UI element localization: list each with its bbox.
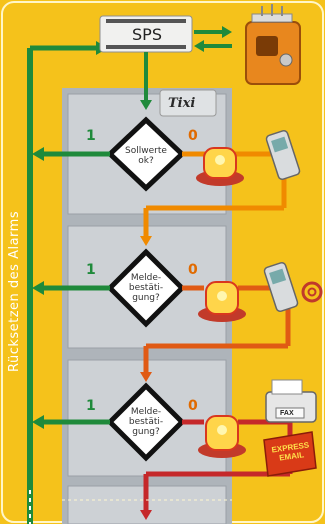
side-label: Rücksetzen des Alarms — [7, 210, 22, 372]
alarm-light-icon — [196, 147, 244, 186]
tixi-device — [159, 89, 217, 117]
alarm-light-icon — [198, 415, 246, 458]
yes-label-2: 1 — [86, 262, 96, 278]
diamond-2 — [106, 248, 186, 328]
fax-icon — [265, 379, 317, 423]
express-email-icon — [263, 431, 317, 477]
plc-label: SPS — [132, 25, 162, 44]
question-1: Sollwerte ok? — [125, 146, 167, 166]
diamond-1 — [106, 116, 186, 192]
alarm-light-icon — [198, 281, 246, 322]
no-label-1: 0 — [188, 128, 198, 144]
mobile-phone-icon — [265, 130, 301, 180]
machine-icon — [245, 4, 301, 85]
email-at-icon — [301, 281, 323, 303]
no-label-2: 0 — [188, 262, 198, 278]
mobile-phone-icon — [263, 262, 299, 312]
yes-label-3: 1 — [86, 398, 96, 414]
tixi-brand: Tixi — [168, 96, 196, 111]
question-3: Melde- bestäti- gung? — [128, 407, 164, 437]
fax-label: FAX — [280, 410, 294, 417]
no-label-3: 0 — [188, 398, 198, 414]
yes-label-1: 1 — [86, 128, 96, 144]
diamond-3 — [106, 382, 186, 462]
question-2: Melde- bestäti- gung? — [128, 273, 164, 303]
